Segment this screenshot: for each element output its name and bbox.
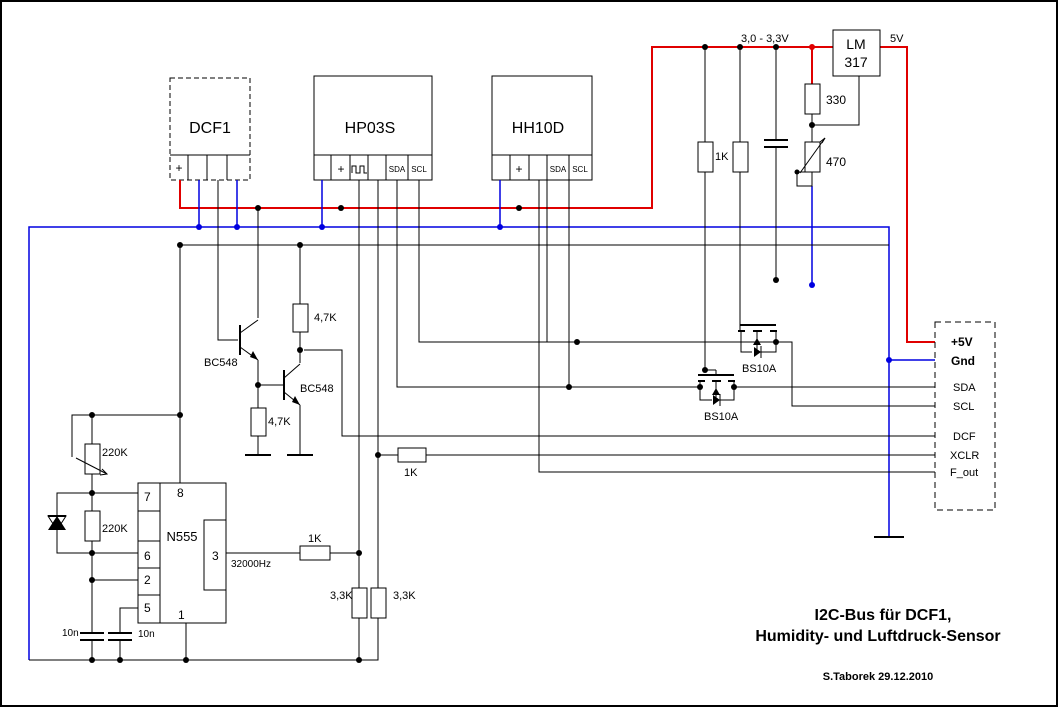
hh10d-module: HH10D + SDA SCL [491, 75, 593, 181]
svg-text:220K: 220K [102, 447, 128, 459]
hp03s-module: HP03S + SDA SCL [313, 75, 433, 181]
hp03s-clock-pin-icon [351, 165, 367, 174]
lm317-regulator: LM 317 [812, 29, 881, 126]
resistors-3k3: 3,3K 3,3K [330, 587, 416, 660]
svg-text:3: 3 [212, 549, 219, 563]
connector-pin-gnd: Gnd [951, 354, 975, 368]
timer-rc-network: 220K 220K 10n 10n [47, 414, 155, 663]
title-line1: I2C-Bus für DCF1, [815, 607, 952, 624]
svg-text:5: 5 [144, 601, 151, 615]
svg-text:BC548: BC548 [300, 383, 334, 395]
svg-text:220K: 220K [102, 523, 128, 535]
dcf1-pin-plus: + [175, 161, 182, 175]
svg-text:BC548: BC548 [204, 357, 238, 369]
title-line2: Humidity- und Luftdruck-Sensor [755, 628, 1000, 645]
hh10d-pin-scl: SCL [572, 165, 588, 174]
resistor-330: 330 [804, 83, 846, 142]
svg-text:3,3K: 3,3K [330, 590, 353, 602]
gate-resistor [732, 47, 749, 318]
svg-text:8: 8 [177, 486, 184, 500]
dcf1-module: DCF1 + [169, 77, 251, 181]
connector-pin-fout: F_out [950, 467, 978, 479]
mosfet-bs10a-lower: BS10A [697, 367, 739, 423]
connector-pin-scl: SCL [953, 401, 974, 413]
lm317-label-line2: 317 [844, 54, 868, 70]
ground-wires [28, 180, 935, 660]
dcf-amplifier: BC548 4,7K 4,7K BC548 [177, 180, 889, 456]
connector-pin-dcf: DCF [953, 431, 976, 443]
svg-text:1K: 1K [715, 151, 729, 163]
lm317-label-line1: LM [846, 36, 865, 52]
resistor-1k-xclr: 1K [397, 447, 427, 479]
timer-frequency: 32000Hz [231, 559, 271, 570]
svg-text:4,7K: 4,7K [314, 312, 337, 324]
output-voltage-label: 3,0 - 3,3V [741, 33, 789, 45]
pullup-resistor-1k: 1K [697, 47, 729, 370]
svg-text:1K: 1K [404, 467, 418, 479]
svg-text:BS10A: BS10A [704, 411, 739, 423]
svg-text:3,3K: 3,3K [393, 590, 416, 602]
hh10d-pin-plus: + [515, 162, 522, 176]
decoupling-capacitor [764, 47, 788, 283]
hp03s-pin-scl: SCL [411, 165, 427, 174]
resistor-1k-555: 1K [299, 533, 331, 561]
svg-text:6: 6 [144, 549, 151, 563]
mosfet-bs10a-upper: BS10A [738, 318, 779, 375]
connector-pin-xclr: XCLR [950, 450, 979, 462]
dcf1-label: DCF1 [189, 120, 231, 137]
hp03s-pin-sda: SDA [389, 165, 406, 174]
svg-text:10n: 10n [138, 629, 155, 640]
svg-text:10n: 10n [62, 628, 79, 639]
svg-text:4,7K: 4,7K [268, 416, 291, 428]
vcc-supply-wires [179, 44, 935, 343]
timer-label: N555 [166, 529, 197, 544]
signal-wires [304, 180, 935, 588]
svg-text:1: 1 [178, 608, 185, 622]
hh10d-label: HH10D [512, 120, 564, 137]
hp03s-pin-plus: + [337, 162, 344, 176]
potentiometer-470: 470 [794, 137, 846, 187]
svg-text:1K: 1K [308, 533, 322, 545]
bottom-ground-rail [29, 618, 379, 661]
n555-timer: N555 8 7 6 2 5 1 3 32000Hz [89, 245, 362, 663]
input-voltage-label: 5V [890, 33, 904, 45]
svg-text:470: 470 [826, 155, 846, 169]
svg-text:7: 7 [144, 490, 151, 504]
connector-pin-sda: SDA [953, 382, 976, 394]
svg-text:2: 2 [144, 573, 151, 587]
svg-text:330: 330 [826, 93, 846, 107]
author-date: S.Taborek 29.12.2010 [823, 671, 933, 683]
svg-text:BS10A: BS10A [742, 363, 777, 375]
hp03s-label: HP03S [345, 120, 396, 137]
output-connector: +5V Gnd SDA SCL DCF XCLR F_out [934, 321, 996, 511]
hh10d-pin-sda: SDA [550, 165, 567, 174]
connector-pin-vcc: +5V [951, 335, 973, 349]
